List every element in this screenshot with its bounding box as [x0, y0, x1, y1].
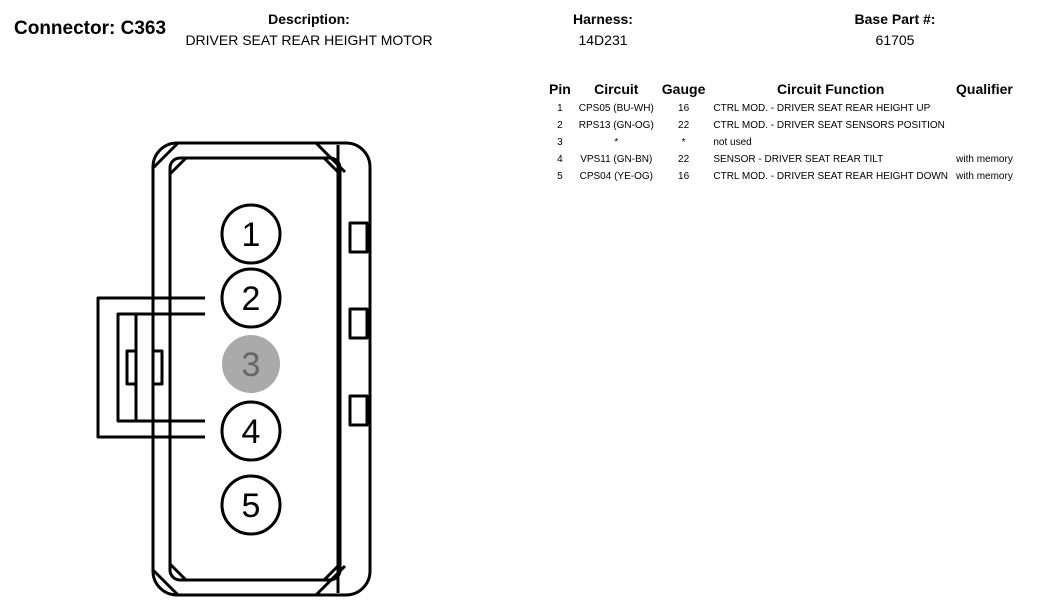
- pin-5-label: 5: [242, 487, 261, 525]
- cell-qualifier: with memory: [956, 171, 1013, 182]
- cell-circuit: VPS11 (GN-BN): [580, 154, 653, 165]
- cell-function: SENSOR - DRIVER SEAT REAR TILT: [713, 154, 884, 165]
- cell-pin: 5: [557, 171, 563, 182]
- cell-circuit: RPS13 (GN-OG): [578, 120, 654, 131]
- pin-1-label: 1: [242, 216, 261, 254]
- corner-outer-top-right: [314, 141, 347, 174]
- table-row: 2 RPS13 (GN-OG) 22 CTRL MOD. - DRIVER SE…: [545, 117, 1017, 134]
- table-row: 4 VPS11 (GN-BN) 22 SENSOR - DRIVER SEAT …: [545, 151, 1017, 168]
- harness-value: 14D231: [578, 32, 628, 48]
- cell-qualifier: with memory: [956, 154, 1013, 165]
- corner-outer-bottom-right: [314, 564, 347, 597]
- cell-pin: 4: [557, 154, 563, 165]
- corner-bevel-top-right: [322, 156, 342, 176]
- cell-function: CTRL MOD. - DRIVER SEAT SENSORS POSITION: [713, 120, 945, 131]
- table-row: 3 * * not used: [545, 134, 1017, 151]
- connector-cavity-outline: [168, 156, 342, 582]
- corner-bevel-bottom-right: [322, 562, 342, 582]
- cell-function: CTRL MOD. - DRIVER SEAT REAR HEIGHT UP: [713, 103, 931, 114]
- cell-pin: 3: [557, 137, 563, 148]
- column-header-circuit: Circuit: [594, 81, 639, 97]
- base-part-label: Base Part #:: [854, 11, 936, 27]
- pin-1-circle: [220, 203, 282, 265]
- cell-gauge: 16: [678, 103, 690, 114]
- cell-circuit: *: [614, 137, 619, 148]
- latch-inner-outline: [116, 312, 205, 423]
- corner-bevel-bottom-left: [168, 562, 188, 582]
- cell-gauge: 16: [678, 171, 690, 182]
- column-header-pin: Pin: [549, 81, 571, 97]
- table-row: 5 CPS04 (YE-OG) 16 CTRL MOD. - DRIVER SE…: [545, 168, 1017, 185]
- latch-tab-right: [151, 349, 164, 386]
- cell-circuit: CPS05 (BU-WH): [578, 103, 654, 114]
- corner-outer-top-left: [151, 141, 180, 170]
- pin-4-label: 4: [242, 413, 261, 451]
- description-label: Description:: [268, 11, 350, 27]
- pin-table: Pin Circuit Gauge Circuit Function Quali…: [545, 81, 1017, 185]
- key-tab-1: [348, 221, 369, 254]
- description-value: DRIVER SEAT REAR HEIGHT MOTOR: [185, 32, 433, 48]
- cell-gauge: 22: [678, 120, 690, 131]
- key-tab-3: [348, 394, 369, 427]
- latch-outline: [96, 296, 205, 439]
- cell-pin: 1: [557, 103, 563, 114]
- column-header-qualifier: Qualifier: [956, 81, 1013, 97]
- latch-tab-left: [125, 349, 138, 386]
- pin-cavities: 1 2 3 4 5: [220, 203, 282, 536]
- corner-bevel-top-left: [168, 156, 188, 176]
- cell-function: not used: [713, 137, 752, 148]
- harness-label: Harness:: [573, 11, 633, 27]
- cell-gauge: *: [681, 137, 686, 148]
- pin-5-circle: [220, 474, 282, 536]
- cell-function: CTRL MOD. - DRIVER SEAT REAR HEIGHT DOWN: [713, 171, 949, 182]
- pin-2-label: 2: [242, 280, 261, 318]
- key-tab-2: [348, 307, 369, 340]
- cell-circuit: CPS04 (YE-OG): [579, 171, 653, 182]
- column-header-circuit-function: Circuit Function: [777, 81, 885, 97]
- pin-table-header-row: Pin Circuit Gauge Circuit Function Quali…: [545, 81, 1017, 100]
- base-part-value: 61705: [875, 32, 915, 48]
- cell-pin: 2: [557, 120, 563, 131]
- column-header-gauge: Gauge: [661, 81, 706, 97]
- pin-3-circle: [222, 335, 280, 393]
- pin-2-circle: [220, 267, 282, 329]
- corner-outer-bottom-left: [151, 568, 180, 597]
- cell-gauge: 22: [678, 154, 690, 165]
- table-row: 1 CPS05 (BU-WH) 16 CTRL MOD. - DRIVER SE…: [545, 100, 1017, 117]
- pin-3-label: 3: [242, 346, 261, 384]
- connector-title: Connector: C363: [14, 18, 167, 39]
- pin-4-circle: [220, 400, 282, 462]
